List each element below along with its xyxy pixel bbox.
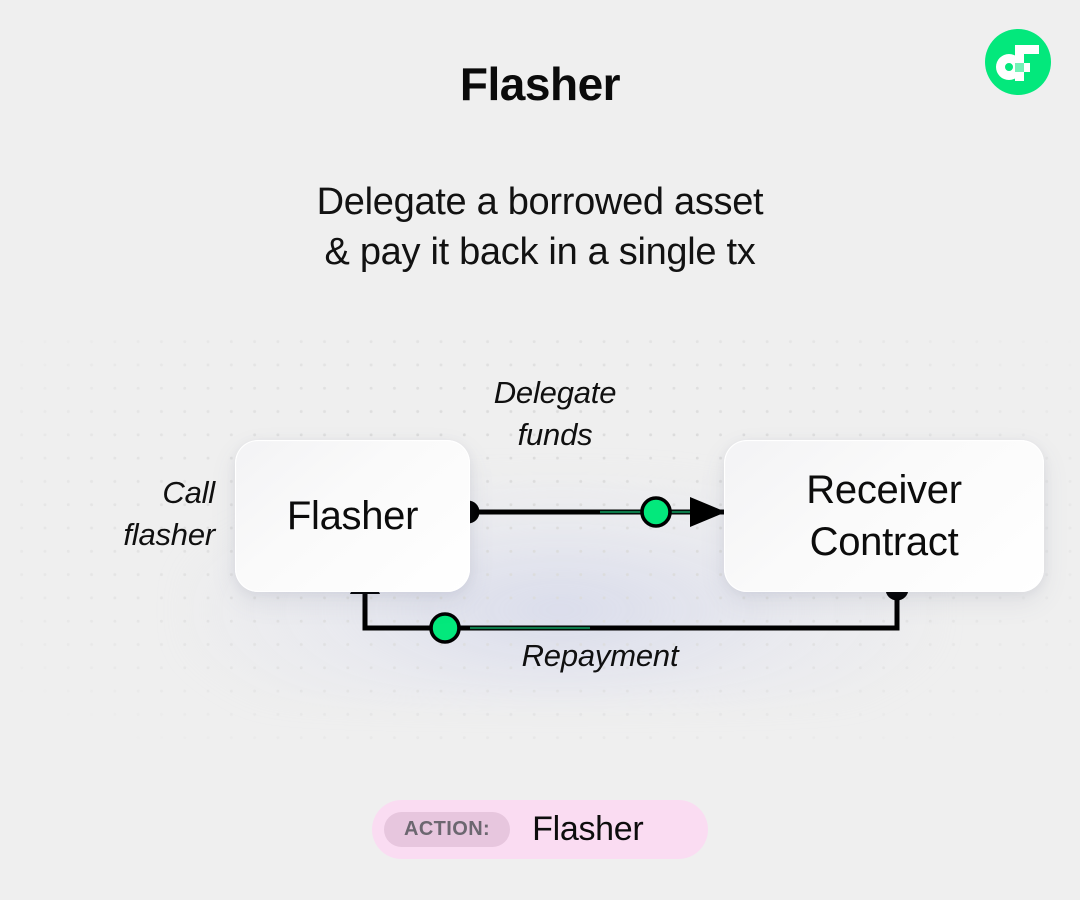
page-subtitle: Delegate a borrowed asset & pay it back … [0,177,1080,277]
edge-label-delegate-line-1: Delegate [493,375,617,410]
page-title: Flasher [459,58,621,110]
edge-label-delegate-funds: Delegate funds [430,372,680,456]
edge-label-repayment-text: Repayment [521,638,679,673]
diagram-stage: Flasher Receiver Contract Call flasher D… [0,322,1080,742]
edge-label-call-line-2: flasher [123,517,215,552]
subtitle-line-2: & pay it back in a single tx [324,231,756,273]
node-receiver-label-line-1: Receiver [806,468,962,512]
action-badge-value: Flasher [532,810,644,848]
action-badge-chip: ACTION: [384,812,511,847]
node-receiver-contract[interactable]: Receiver Contract [724,440,1044,592]
node-flasher[interactable]: Flasher [235,440,470,592]
action-badge[interactable]: ACTION: Flasher [372,800,708,859]
node-receiver-label-line-2: Contract [809,520,959,564]
edge-label-call-line-1: Call [162,475,215,510]
edge-label-delegate-line-2: funds [517,417,593,452]
edge-label-repayment: Repayment [430,635,770,677]
edge-label-call-flasher: Call flasher [20,472,215,556]
subtitle-line-1: Delegate a borrowed asset [316,181,764,223]
flash-infinity-logo-icon [985,29,1051,95]
node-flasher-label: Flasher [286,493,419,538]
brand-logo [985,29,1051,95]
